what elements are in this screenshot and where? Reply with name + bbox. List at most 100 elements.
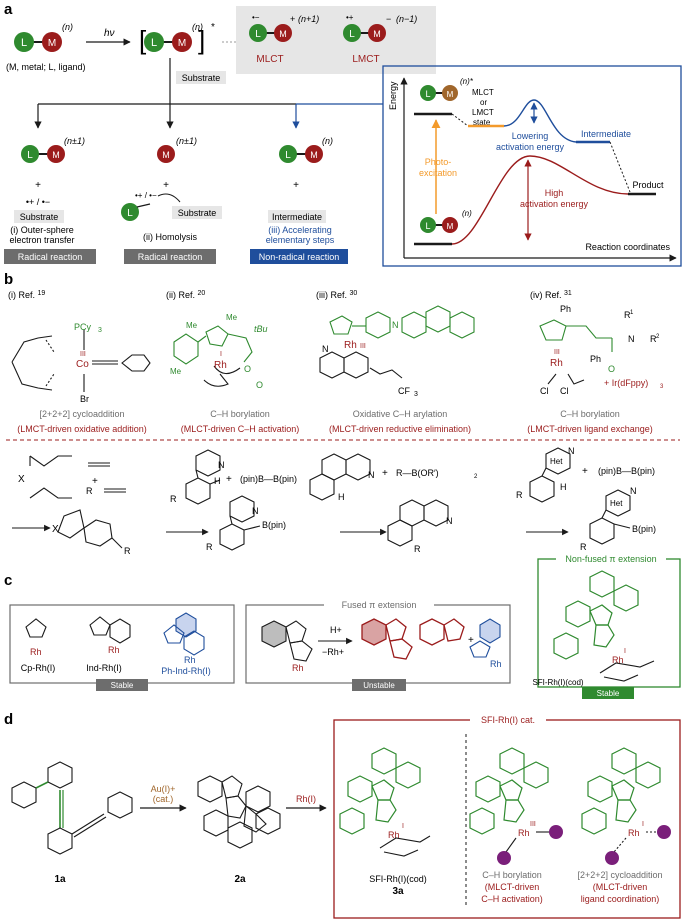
svg-text:SFI-Rh(I) cat.: SFI-Rh(I) cat. xyxy=(481,715,535,725)
svg-text:elementary steps: elementary steps xyxy=(266,235,335,245)
stable-complexes-box: Rh Cp-Rh(I) Rh Ind-Rh(I) Rh Ph-Ind-Rh(I)… xyxy=(9,604,235,691)
svg-text:N: N xyxy=(322,344,329,354)
svg-text:Substrate: Substrate xyxy=(178,208,217,218)
svg-text:Photo-: Photo- xyxy=(425,157,452,167)
svg-text:M: M xyxy=(447,90,454,99)
svg-text:]: ] xyxy=(198,25,205,55)
reaction-borylation-1 xyxy=(166,449,261,551)
svg-text:1: 1 xyxy=(630,310,634,316)
svg-text:or: or xyxy=(480,98,487,107)
non-radical-reaction-bar xyxy=(250,249,348,264)
svg-text:Rh: Rh xyxy=(214,360,227,371)
svg-text:(ii) Homolysis: (ii) Homolysis xyxy=(143,232,198,242)
svg-text:M: M xyxy=(279,29,287,39)
svg-text:Non-fused π extension: Non-fused π extension xyxy=(565,555,656,564)
svg-text:LMCT: LMCT xyxy=(472,108,494,117)
caption-arylation: Oxidative C–H arylation xyxy=(353,409,448,419)
svg-text:N: N xyxy=(218,460,225,470)
svg-text:L: L xyxy=(425,89,430,99)
svg-text:ligand coordination): ligand coordination) xyxy=(581,894,660,904)
svg-text:Intermediate: Intermediate xyxy=(581,129,631,139)
svg-text:(n): (n) xyxy=(462,209,472,218)
svg-text:L: L xyxy=(285,150,291,161)
svg-text:[2+2+2] cycloaddition: [2+2+2] cycloaddition xyxy=(577,870,662,880)
svg-text:L: L xyxy=(151,37,157,49)
svg-text:Co: Co xyxy=(76,359,89,370)
svg-text:+: + xyxy=(382,468,388,479)
svg-text:(cat.): (cat.) xyxy=(153,794,174,804)
svg-text:R: R xyxy=(580,542,587,552)
svg-text:Br: Br xyxy=(80,394,89,404)
catalyst-rh-nhc xyxy=(173,325,253,387)
svg-text:•−: •− xyxy=(252,13,260,22)
svg-text:(LMCT-driven oxidative additio: (LMCT-driven oxidative addition) xyxy=(17,424,147,434)
svg-text:(n): (n) xyxy=(322,136,333,146)
svg-text:Rh: Rh xyxy=(550,358,563,369)
svg-text:2: 2 xyxy=(656,334,660,340)
svg-text:Rh: Rh xyxy=(628,828,640,838)
svg-text:X: X xyxy=(18,474,25,485)
substrate-ligand-dot xyxy=(497,851,511,865)
svg-text:excitation: excitation xyxy=(419,168,457,178)
panel-c-letter: c xyxy=(4,572,12,589)
svg-text:(ii) Ref. 20: (ii) Ref. 20 xyxy=(166,290,205,300)
path-homolysis: M (n±1) + •+ / •− L Substrate (ii) Homol… xyxy=(121,136,222,264)
energy-axis-label: Energy xyxy=(388,81,398,110)
svg-text:Cp-Rh(I): Cp-Rh(I) xyxy=(21,663,56,673)
svg-text:(pin)B—B(pin): (pin)B—B(pin) xyxy=(240,474,297,484)
svg-text:2: 2 xyxy=(474,474,478,480)
svg-text:H: H xyxy=(214,476,221,486)
svg-text:C–H borylation: C–H borylation xyxy=(482,870,542,880)
caption-cycloaddition: [2+2+2] cycloaddition xyxy=(39,409,124,419)
svg-text:(n): (n) xyxy=(192,22,203,32)
svg-text:2a: 2a xyxy=(234,874,246,885)
svg-text:N: N xyxy=(628,334,635,344)
svg-text:(MLCT-driven: (MLCT-driven xyxy=(485,882,540,892)
svg-text:L: L xyxy=(349,29,355,40)
path-accelerating: L M (n) + Intermediate (iii) Acceleratin… xyxy=(250,136,348,264)
energy-diagram: Energy Reaction coordinates L M (n)* MLC… xyxy=(382,65,682,267)
panel-d: d 1a Au(I)+ (cat.) 2a Rh(I) SFI-Rh(I) ca… xyxy=(4,711,681,919)
svg-text:B(pin): B(pin) xyxy=(632,524,656,534)
svg-text:R: R xyxy=(414,544,421,554)
svg-text:activation energy: activation energy xyxy=(496,142,565,152)
svg-text:Cl: Cl xyxy=(540,386,549,396)
svg-text:Radical reaction: Radical reaction xyxy=(18,252,83,262)
svg-text:Non-radical reaction: Non-radical reaction xyxy=(259,252,340,262)
svg-text:Lowering: Lowering xyxy=(512,131,549,141)
svg-text:N: N xyxy=(630,486,637,496)
svg-text:H: H xyxy=(338,492,345,502)
reaction-borylation-2 xyxy=(526,447,631,545)
svg-text:•+ / •−: •+ / •− xyxy=(26,197,50,207)
svg-text:L: L xyxy=(255,29,261,40)
svg-text:+: + xyxy=(35,180,41,191)
svg-text:+: + xyxy=(290,14,295,24)
substrate-tag xyxy=(176,71,226,84)
svg-text:M: M xyxy=(178,38,186,49)
svg-text:Rh: Rh xyxy=(612,655,624,665)
svg-text:B(pin): B(pin) xyxy=(262,520,286,530)
svg-text:MLCT: MLCT xyxy=(472,88,494,97)
svg-text:Rh: Rh xyxy=(108,645,120,655)
svg-text:H: H xyxy=(560,482,567,492)
svg-text:N: N xyxy=(392,320,399,330)
svg-text:R: R xyxy=(124,546,131,555)
svg-text:L: L xyxy=(27,150,33,161)
svg-text:SFI-Rh(I)(cod): SFI-Rh(I)(cod) xyxy=(369,874,427,884)
svg-text:N: N xyxy=(368,470,375,480)
svg-text:M: M xyxy=(48,38,56,49)
svg-text:M: M xyxy=(52,150,60,160)
svg-text:Ind-Rh(I): Ind-Rh(I) xyxy=(86,663,122,673)
ligand-ball xyxy=(14,32,34,52)
svg-text:N: N xyxy=(252,506,259,516)
svg-text:Me: Me xyxy=(170,367,182,376)
svg-text:−: − xyxy=(386,14,391,24)
svg-text:PCy: PCy xyxy=(74,322,92,332)
metal-ball xyxy=(42,32,62,52)
svg-text:R: R xyxy=(206,542,213,552)
svg-text:+ Ir(dFppy): + Ir(dFppy) xyxy=(604,378,648,388)
reaction-coordinate-label: Reaction coordinates xyxy=(585,242,670,252)
panel-d-letter: d xyxy=(4,711,13,728)
svg-text:M: M xyxy=(310,150,318,160)
svg-text:N: N xyxy=(446,516,453,526)
